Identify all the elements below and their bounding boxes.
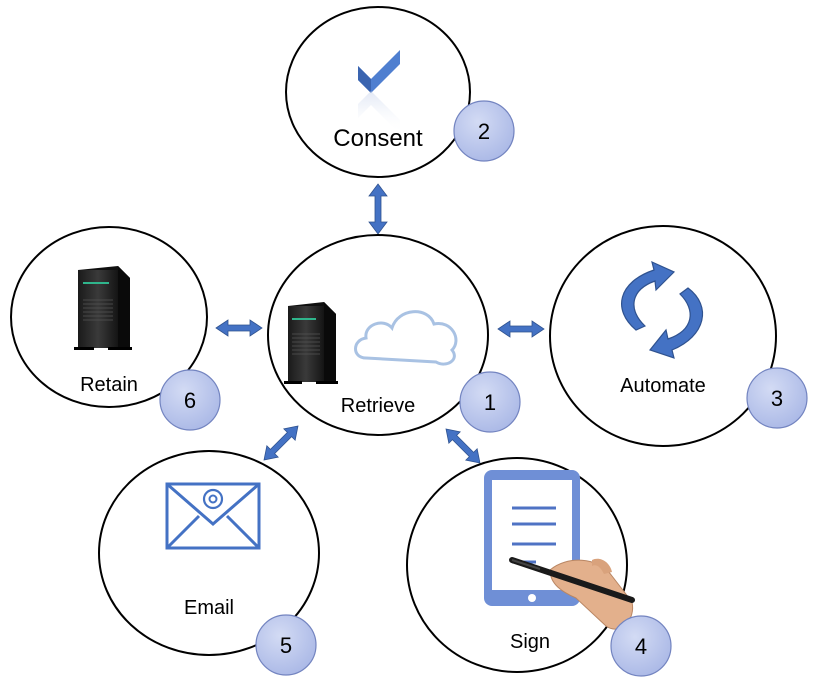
- node-sign: Sign 4: [406, 457, 672, 677]
- node-automate-label: Automate: [620, 375, 706, 397]
- badge-2-number: 2: [478, 119, 490, 144]
- node-sign-label: Sign: [510, 631, 550, 653]
- badge-6: 6: [159, 369, 221, 431]
- badge-5: 5: [255, 614, 317, 676]
- arrow-retrieve-retain: [215, 319, 263, 337]
- node-automate: Automate 3: [549, 225, 808, 447]
- badge-4-number: 4: [635, 634, 647, 659]
- node-retrieve: Retrieve 1: [267, 234, 521, 436]
- cloud-icon: [354, 310, 458, 366]
- node-email: Email 5: [98, 450, 320, 676]
- badge-2: 2: [453, 100, 515, 162]
- arrow-retrieve-sign: [445, 428, 481, 464]
- connector-arrows: [215, 183, 545, 464]
- server-tower-icon: [74, 266, 132, 350]
- arrow-retrieve-email: [263, 425, 299, 461]
- sync-arrows-icon: [621, 260, 704, 359]
- node-email-circle: [98, 450, 320, 656]
- badge-3: 3: [746, 367, 808, 429]
- node-consent-label: Consent: [333, 125, 423, 152]
- node-consent: Consent 2: [285, 6, 515, 178]
- node-email-label: Email: [184, 597, 234, 619]
- envelope-at-icon: [165, 482, 261, 550]
- node-retrieve-label: Retrieve: [341, 395, 415, 417]
- badge-5-number: 5: [280, 633, 292, 658]
- node-retain: Retain 6: [10, 226, 221, 431]
- badge-3-number: 3: [771, 386, 783, 411]
- badge-6-number: 6: [184, 388, 196, 413]
- badge-1-number: 1: [484, 390, 496, 415]
- node-consent-circle: [285, 6, 471, 178]
- badge-4: 4: [610, 615, 672, 677]
- tablet-signature-icon: [484, 470, 635, 630]
- arrow-retrieve-consent: [368, 183, 388, 235]
- badge-1: 1: [459, 371, 521, 433]
- checkmark-icon: [358, 50, 400, 134]
- node-retain-label: Retain: [80, 374, 138, 396]
- server-tower-icon: [284, 302, 338, 384]
- arrow-retrieve-automate: [497, 320, 545, 338]
